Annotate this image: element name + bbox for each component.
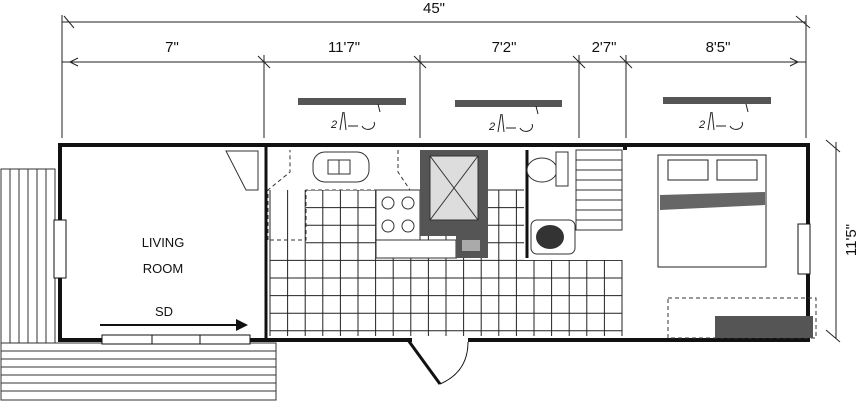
shower [420,150,488,258]
segment-2-label: 11'7" [328,39,360,56]
window-note-2: 2 [488,121,495,133]
segment-5-label: 8'5" [706,39,731,56]
dimension-lines [61,15,841,343]
kitchen-sink [312,151,370,183]
water-heater [530,219,576,255]
segment-3-label: 7'2" [492,39,517,56]
entry-door [406,339,469,385]
window-markers [298,97,771,133]
window-note-3: 2 [698,119,705,131]
left-deck [0,168,56,344]
front-deck [0,342,277,401]
bedroom-wardrobe [667,297,817,339]
window-note-1: 2 [330,119,337,131]
stove-burners [381,196,415,233]
right-window [797,223,811,275]
living-room-label-line-2: ROOM [143,261,183,276]
bed [657,154,767,268]
segment-4-label: 2'7" [592,39,617,56]
segment-1-label: 7" [165,39,179,56]
door-label: SD [155,304,173,319]
living-room-label-line-1: LIVING [142,235,185,250]
bathroom [524,149,628,260]
overall-length-label: 45" [423,0,445,17]
stairs [575,149,623,231]
left-window [53,219,67,279]
kitchen-fixtures [267,150,460,259]
living-corner-unit [225,150,259,191]
toilet [526,151,569,187]
sliding-door [100,319,251,345]
overall-width-label: 11'5" [843,224,860,256]
